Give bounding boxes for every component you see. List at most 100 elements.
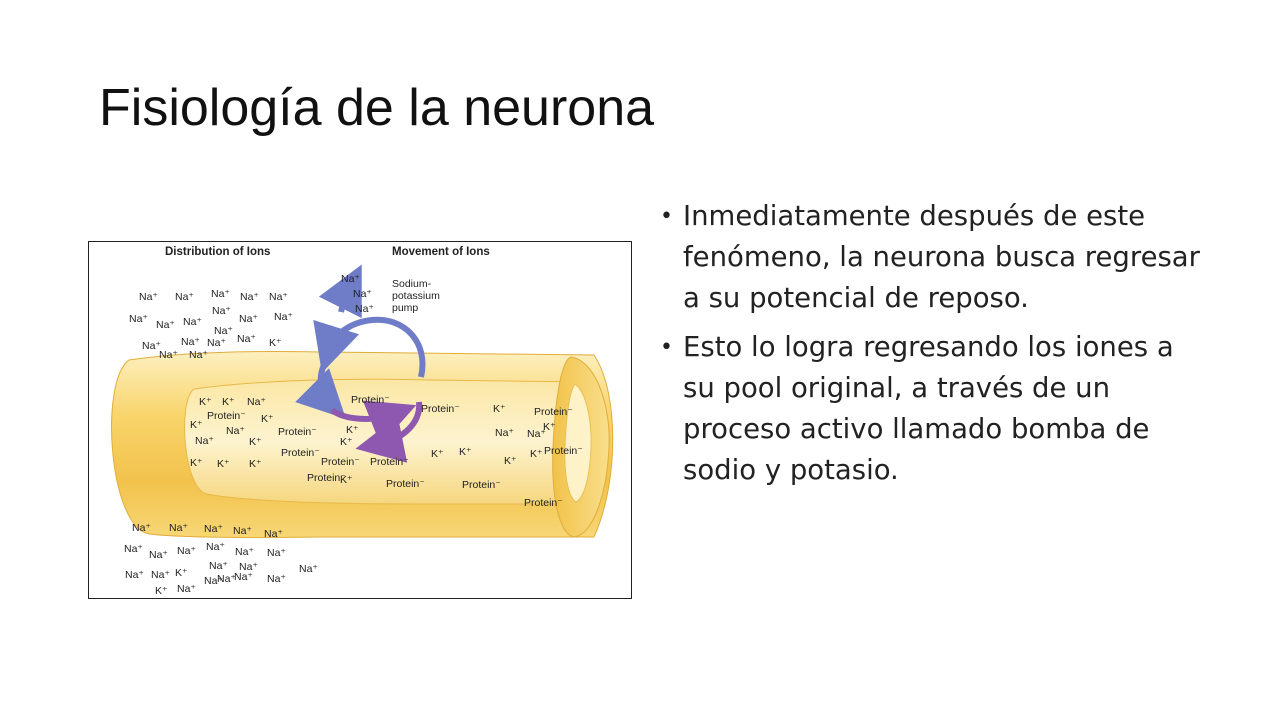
potassium-ion-label: K⁺: [199, 396, 212, 408]
bullet-text: Esto lo logra regresando los iones a su …: [683, 331, 1174, 486]
sodium-ion-label: Na⁺: [169, 522, 188, 534]
sodium-ion-label: Na⁺: [204, 523, 223, 535]
sodium-ion-label: Na⁺: [149, 549, 168, 561]
potassium-ion-label: K⁺: [340, 474, 353, 486]
potassium-ion-label: K⁺: [543, 421, 556, 433]
sodium-ion-label: Na⁺: [211, 288, 230, 300]
bullet-dot-icon: •: [660, 335, 673, 360]
potassium-ion-label: K⁺: [493, 403, 506, 415]
pump-arrow-blue-upper: [313, 316, 426, 378]
potassium-ion-label: K⁺: [249, 458, 262, 470]
potassium-ion-label: K⁺: [190, 457, 203, 469]
sodium-ion-label: Na⁺: [267, 573, 286, 585]
sodium-ion-label: Na⁺: [139, 291, 158, 303]
sodium-ion-label: Na⁺: [151, 569, 170, 581]
sodium-ion-label: Na⁺: [495, 427, 514, 439]
protein-label: Protein⁻: [207, 410, 246, 422]
protein-label: Protein⁻: [421, 403, 460, 415]
potassium-ion-label: K⁺: [190, 419, 203, 431]
protein-label: Protein⁻: [524, 497, 563, 509]
sodium-ion-label: Na⁺: [247, 396, 266, 408]
potassium-ion-label: K⁺: [175, 567, 188, 579]
sodium-ion-label: Na⁺: [274, 311, 293, 323]
potassium-ion-label: K⁺: [269, 337, 282, 349]
sodium-ion-label: Na⁺: [177, 583, 196, 595]
membrane-cut-inner: [564, 383, 592, 503]
protein-label: Protein⁻: [386, 478, 425, 490]
potassium-ion-label: K⁺: [346, 424, 359, 436]
ions-outside-bottom: Na⁺Na⁺Na⁺Na⁺Na⁺Na⁺Na⁺Na⁺Na⁺Na⁺Na⁺Na⁺Na⁺N…: [124, 522, 318, 597]
ion-distribution-diagram: Distribution of Ions Movement of Ions So…: [88, 241, 632, 599]
sodium-ion-label: Na⁺: [217, 573, 236, 585]
pump-label-line-2: potassium: [392, 290, 440, 302]
sodium-ion-label: Na⁺: [341, 273, 360, 285]
sodium-ion-label: Na⁺: [237, 333, 256, 345]
ions-inside: K⁺K⁺Na⁺Protein⁻K⁺K⁺Na⁺K⁺Na⁺K⁺K⁺K⁺K⁺Prote…: [190, 394, 583, 509]
sodium-ion-label: Na⁺: [269, 291, 288, 303]
sodium-ion-label: Na⁺: [527, 428, 546, 440]
sodium-ion-label: Na⁺: [209, 560, 228, 572]
potassium-ion-label: K⁺: [249, 436, 262, 448]
sodium-ion-label: Na⁺: [264, 528, 283, 540]
sodium-ion-label: Na⁺: [159, 349, 178, 361]
sodium-ion-label: Na⁺: [175, 291, 194, 303]
slide-title: Fisiología de la neurona: [99, 79, 655, 137]
bullet-dot-icon: •: [660, 204, 673, 229]
bullet-item: • Inmediatamente después de este fenómen…: [660, 196, 1200, 319]
sodium-ion-label: Na⁺: [132, 522, 151, 534]
protein-label: Protein⁻: [534, 406, 573, 418]
sodium-ion-label: Na⁺: [239, 313, 258, 325]
sodium-ion-label: Na⁺: [181, 336, 200, 348]
ions-pump: Na⁺ Na⁺ Na⁺: [341, 273, 374, 315]
pump-label-line-1: Sodium-: [392, 278, 432, 290]
sodium-ion-label: Na⁺: [226, 425, 245, 437]
pump-arrow-blue-upright: [318, 264, 362, 319]
protein-label: Protein⁻: [462, 479, 501, 491]
sodium-ion-label: Na⁺: [195, 435, 214, 447]
ions-outside-top: Na⁺Na⁺Na⁺Na⁺Na⁺Na⁺Na⁺Na⁺Na⁺Na⁺Na⁺Na⁺Na⁺N…: [129, 288, 293, 361]
sodium-ion-label: Na⁺: [124, 543, 143, 555]
header-movement: Movement of Ions: [392, 246, 490, 258]
potassium-ion-label: K⁺: [504, 455, 517, 467]
diagram-svg: Distribution of Ions Movement of Ions So…: [111, 246, 614, 597]
sodium-ion-label: Na⁺: [204, 575, 223, 587]
protein-label: Protein⁻: [544, 445, 583, 457]
sodium-ion-label: Na⁺: [233, 525, 252, 537]
potassium-ion-label: K⁺: [459, 446, 472, 458]
potassium-ion-label: K⁺: [340, 436, 353, 448]
potassium-ion-label: K⁺: [155, 585, 168, 597]
bullet-list: • Inmediatamente después de este fenómen…: [660, 196, 1200, 499]
protein-label: Protein⁻: [351, 394, 390, 406]
pump-label-line-3: pump: [392, 302, 418, 314]
sodium-ion-label: Na⁺: [125, 569, 144, 581]
protein-label: Protein⁻: [307, 472, 346, 484]
sodium-ion-label: Na⁺: [355, 303, 374, 315]
potassium-ion-label: K⁺: [261, 413, 274, 425]
sodium-ion-label: Na⁺: [207, 337, 226, 349]
sodium-ion-label: Na⁺: [267, 547, 286, 559]
pump-arrow-blue-left: [295, 355, 346, 419]
sodium-ion-label: Na⁺: [239, 561, 258, 573]
sodium-ion-label: Na⁺: [189, 349, 208, 361]
pump-arrow-purple-right: [355, 401, 423, 463]
sodium-ion-label: Na⁺: [156, 319, 175, 331]
potassium-ion-label: K⁺: [222, 396, 235, 408]
sodium-ion-label: Na⁺: [177, 545, 196, 557]
potassium-ion-label: K⁺: [217, 458, 230, 470]
potassium-ion-label: K⁺: [431, 448, 444, 460]
sodium-ion-label: Na⁺: [129, 313, 148, 325]
potassium-ion-label: K⁺: [530, 448, 543, 460]
protein-label: Protein⁻: [281, 447, 320, 459]
bullet-text: Inmediatamente después de este fenómeno,…: [683, 200, 1200, 314]
header-distribution: Distribution of Ions: [165, 246, 270, 258]
protein-label: Protein⁻: [321, 456, 360, 468]
sodium-ion-label: Na⁺: [212, 305, 231, 317]
protein-label: Protein⁻: [278, 426, 317, 438]
sodium-ion-label: Na⁺: [235, 546, 254, 558]
sodium-ion-label: Na⁺: [240, 291, 259, 303]
sodium-ion-label: Na⁺: [206, 541, 225, 553]
sodium-ion-label: Na⁺: [214, 325, 233, 337]
sodium-ion-label: Na⁺: [299, 563, 318, 575]
sodium-ion-label: Na⁺: [353, 288, 372, 300]
sodium-ion-label: Na⁺: [234, 571, 253, 583]
